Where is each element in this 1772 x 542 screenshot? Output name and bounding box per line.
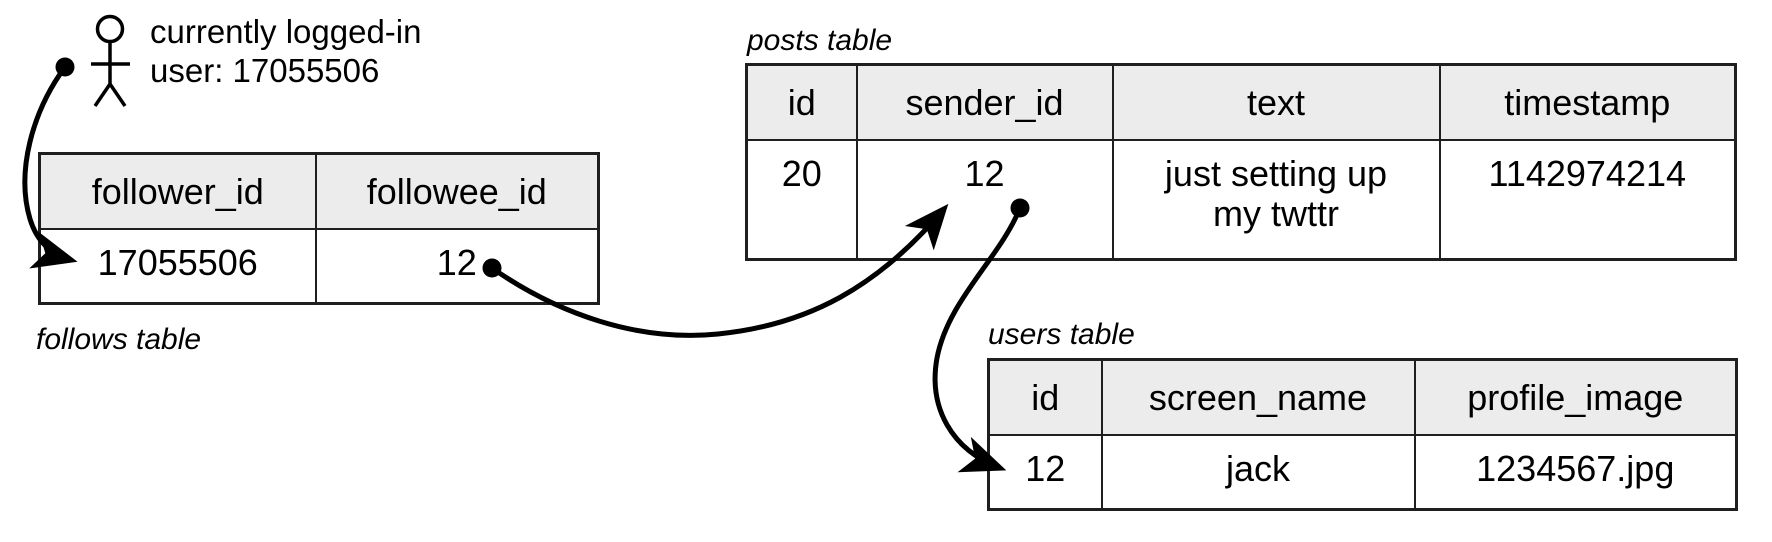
cell-timestamp: 1142974214 [1438,139,1737,261]
legend-line-2: user: 17055506 [150,52,380,89]
column-header-screen-name: screen_name [1100,358,1416,436]
logged-in-user-legend: currently logged-in user: 17055506 [150,12,421,90]
column-header-sender-id: sender_id [855,63,1114,141]
posts-table-label: posts table [747,24,893,57]
legend-line-1: currently logged-in [150,13,422,50]
cell-sender-id: 12 [855,139,1114,261]
table-header-row: id screen_name profile_image [987,358,1738,436]
person-icon [91,14,130,107]
column-header-timestamp: timestamp [1438,63,1737,141]
column-header-profile-image: profile_image [1413,358,1738,436]
column-header-user-id: id [987,358,1103,436]
cell-followee-id: 12 [314,228,600,305]
table-header-row: follower_id followee_id [38,152,600,230]
post-text-line-2: my twttr [1213,193,1339,234]
follows-table: follower_id followee_id 17055506 12 [38,152,600,305]
users-table: id screen_name profile_image 12 jack 123… [987,358,1738,511]
column-header-id: id [745,63,858,141]
users-table-label: users table [988,318,1135,351]
table-header-row: id sender_id text timestamp [745,63,1737,141]
connector-dot-user [55,57,75,77]
follows-table-label: follows table [36,323,202,356]
table-row: 12 jack 1234567.jpg [987,434,1738,511]
cell-follower-id: 17055506 [38,228,317,305]
cell-post-id: 20 [745,139,858,261]
cell-user-id: 12 [987,434,1103,511]
table-row: 20 12 just setting up my twttr 114297421… [745,139,1737,261]
column-header-follower-id: follower_id [38,152,317,230]
column-header-text: text [1111,63,1441,141]
cell-screen-name: jack [1100,434,1416,511]
table-row: 17055506 12 [38,228,600,305]
posts-table: id sender_id text timestamp 20 12 just s… [745,63,1737,261]
post-text-line-1: just setting up [1164,153,1388,194]
cell-profile-image: 1234567.jpg [1413,434,1738,511]
cell-post-text: just setting up my twttr [1111,139,1441,261]
column-header-followee-id: followee_id [314,152,600,230]
